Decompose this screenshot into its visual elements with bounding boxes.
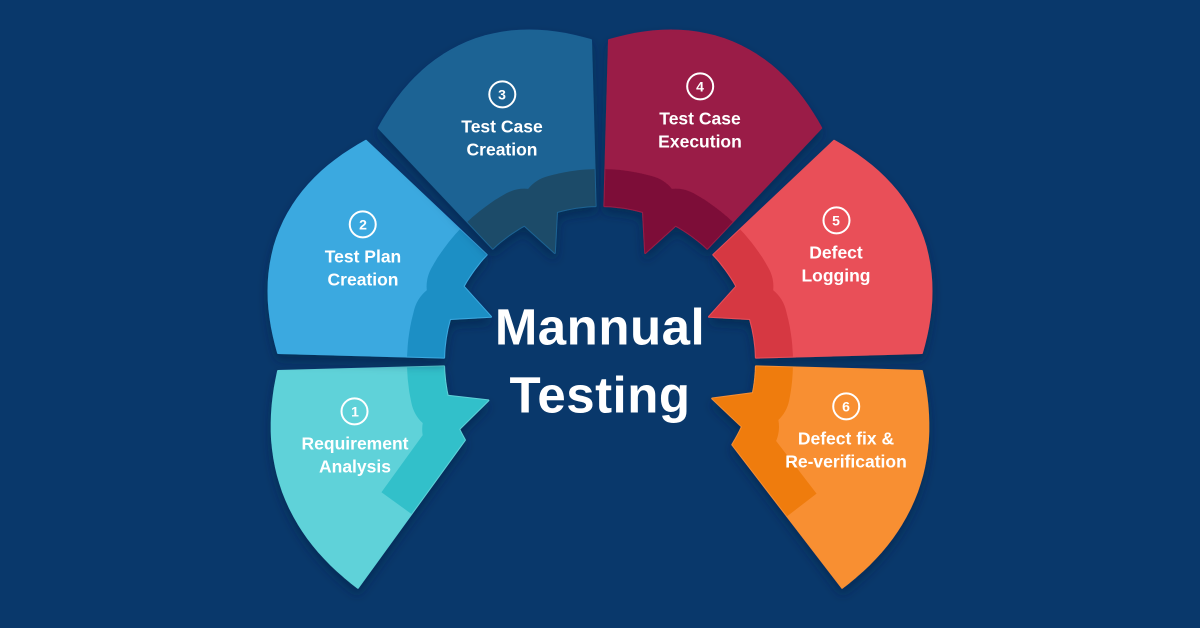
segment-5-label-line: Logging: [801, 265, 871, 286]
segment-2-label-line: Test Plan: [324, 246, 402, 267]
segment-5-label-line: Defect: [809, 242, 863, 263]
diagram-title-line1: Mannual: [494, 298, 706, 356]
segment-4-label-line: Test Case: [659, 108, 741, 129]
segment-6-label-line: Defect fix &: [797, 428, 895, 449]
segment-1-inner-band: [381, 366, 489, 536]
segment-2-label-line: Creation: [327, 269, 399, 290]
segment-4-label-line: Execution: [658, 131, 742, 152]
segment-3-inner-band: [455, 169, 596, 253]
segment-3-label-line: Test Case: [461, 116, 543, 137]
diagram-title-line2: Testing: [509, 367, 691, 424]
segment-5-inner-band: [709, 217, 793, 358]
segment-3-label-line: Creation: [466, 139, 538, 160]
segment-6-label-line: Re-verification: [785, 451, 907, 472]
segment-6-label-text: Defect fix &Re-verification: [785, 427, 907, 473]
segment-1-number-badge: 1: [341, 397, 369, 426]
segment-4-inner-band: [604, 169, 745, 253]
segment-1-label-line: Requirement: [301, 433, 409, 454]
segment-6-inner-band: [712, 366, 817, 539]
segment-5-number-badge: 5: [821, 206, 850, 235]
segment-1-label-line: Analysis: [319, 456, 391, 477]
diagram-title: Mannual Testing: [495, 294, 705, 431]
segment-4-number-badge: 4: [685, 72, 714, 101]
segment-6-number-badge: 6: [832, 392, 860, 421]
segment-2-number-badge: 2: [348, 210, 377, 239]
segment-3-number-badge: 3: [487, 80, 516, 109]
segment-2-inner-band: [407, 217, 491, 358]
